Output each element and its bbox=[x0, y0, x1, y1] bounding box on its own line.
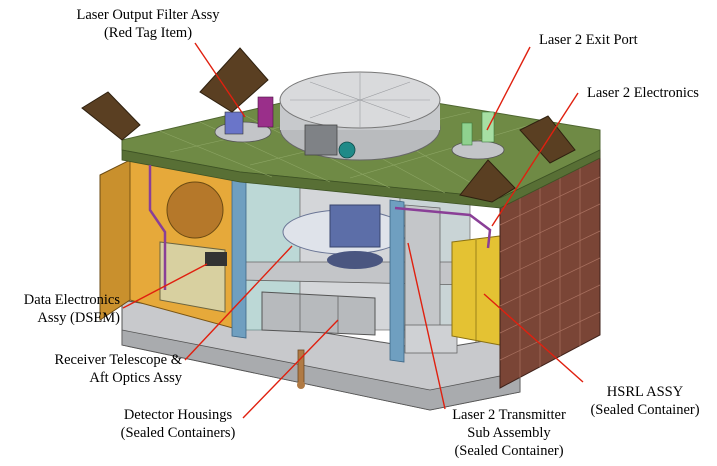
label-line: (Sealed Containers) bbox=[120, 425, 236, 441]
label-hsrl-assy: HSRL ASSY (Sealed Container) bbox=[578, 383, 712, 419]
label-line: HSRL ASSY bbox=[606, 384, 684, 400]
support-leg-foot bbox=[297, 381, 305, 389]
base-plate-front bbox=[121, 329, 521, 411]
label-line: Receiver Telescope & bbox=[54, 352, 182, 368]
label-laser2-exit-port: Laser 2 Exit Port bbox=[539, 31, 638, 49]
leader-receiver-telescope bbox=[184, 245, 293, 361]
label-detector-housings: Detector Housings (Sealed Containers) bbox=[108, 406, 248, 442]
leader-lines bbox=[122, 42, 584, 419]
purple-cable bbox=[394, 206, 492, 249]
telescope-barrel bbox=[329, 204, 381, 248]
label-line: Detector Housings bbox=[123, 407, 233, 423]
label-line: (Sealed Container) bbox=[454, 443, 564, 459]
blue-post-left bbox=[231, 171, 247, 339]
filter-assy-magenta bbox=[257, 96, 274, 128]
label-line: Laser 2 Transmitter bbox=[452, 407, 566, 423]
label-line: (Red Tag Item) bbox=[103, 25, 193, 41]
end-wall-port bbox=[166, 181, 224, 239]
leader-data-electronics bbox=[122, 263, 208, 309]
label-line: Sub Assembly bbox=[467, 425, 551, 441]
leader-laser2-transmitter bbox=[407, 242, 446, 410]
label-receiver-telescope: Receiver Telescope & Aft Optics Assy bbox=[30, 351, 182, 387]
label-line: Assy (DSEM) bbox=[37, 310, 120, 326]
label-laser2-transmitter: Laser 2 Transmitter Sub Assembly (Sealed… bbox=[436, 406, 582, 460]
label-laser2-electronics: Laser 2 Electronics bbox=[587, 84, 699, 102]
leader-laser-output-filter bbox=[194, 42, 246, 118]
telescope-base bbox=[327, 251, 383, 269]
label-line: Aft Optics Assy bbox=[89, 370, 182, 386]
leader-hsrl bbox=[483, 293, 584, 383]
purple-cable bbox=[148, 165, 167, 290]
exit-port-green bbox=[461, 122, 473, 146]
lift-bracket bbox=[459, 159, 516, 203]
right-side-panel-grid bbox=[499, 160, 601, 378]
label-line: Data Electronics bbox=[23, 292, 120, 308]
lid-teal-knob bbox=[338, 141, 356, 159]
leader-laser2-exit-port bbox=[486, 46, 531, 131]
lift-bracket bbox=[81, 91, 141, 141]
label-line: (Sealed Container) bbox=[590, 402, 700, 418]
exit-port-base bbox=[451, 140, 505, 160]
lift-bracket bbox=[199, 47, 269, 113]
filter-assy-blue bbox=[224, 111, 244, 135]
label-line: Laser 2 Exit Port bbox=[539, 32, 638, 48]
dsem-connector bbox=[205, 252, 227, 266]
transmitter-column bbox=[404, 204, 441, 341]
leader-laser2-electronics bbox=[491, 92, 579, 227]
detector-housing-box bbox=[261, 291, 376, 336]
leader-detector-housings bbox=[242, 319, 339, 419]
blue-post-right bbox=[389, 199, 405, 363]
label-data-electronics: Data Electronics Assy (DSEM) bbox=[4, 291, 120, 327]
label-laser-output-filter: Laser Output Filter Assy (Red Tag Item) bbox=[66, 6, 230, 42]
lid-spokes bbox=[290, 73, 430, 128]
label-line: Laser Output Filter Assy bbox=[76, 7, 220, 23]
label-line: Laser 2 Electronics bbox=[587, 85, 699, 101]
lid-actuator bbox=[304, 124, 338, 156]
